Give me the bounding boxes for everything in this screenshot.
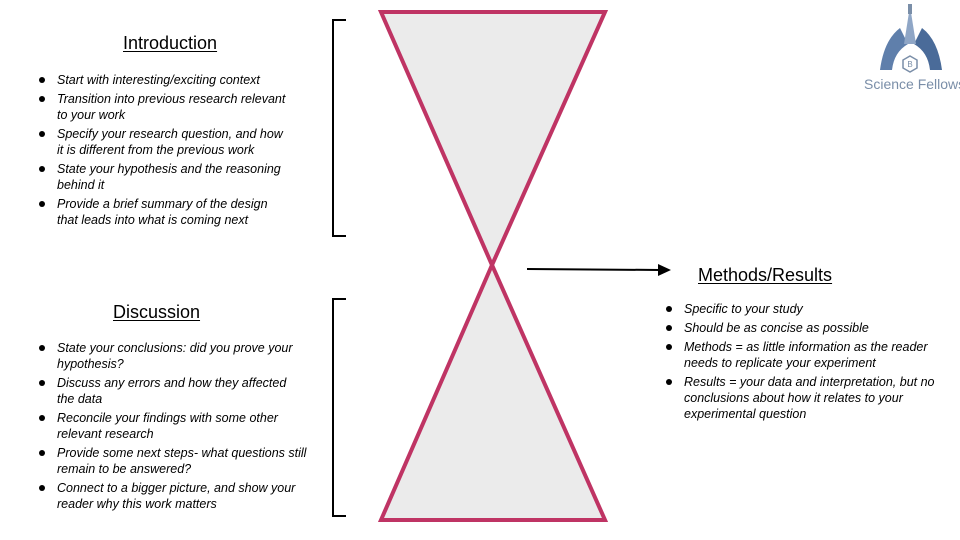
introduction-list: Start with interesting/exciting context … bbox=[37, 72, 287, 231]
list-item: Provide some next steps- what questions … bbox=[37, 445, 307, 477]
methods-results-heading: Methods/Results bbox=[698, 265, 833, 285]
hourglass-bottom-triangle bbox=[377, 260, 609, 522]
list-item: Start with interesting/exciting context bbox=[37, 72, 287, 88]
discussion-heading: Discussion bbox=[113, 302, 201, 322]
list-item: Methods = as little information as the r… bbox=[664, 339, 944, 371]
introduction-heading: Introduction bbox=[123, 33, 218, 53]
arrow-line bbox=[526, 268, 661, 271]
list-item: Discuss any errors and how they affected… bbox=[37, 375, 307, 407]
list-item: State your hypothesis and the reasoning … bbox=[37, 161, 287, 193]
methods-results-list: Specific to your study Should be as conc… bbox=[664, 301, 944, 425]
arrow-head bbox=[658, 264, 671, 276]
hourglass-top-triangle bbox=[377, 10, 609, 270]
hands-flask-icon: B bbox=[880, 4, 942, 73]
logo-letter: B bbox=[907, 60, 912, 69]
list-item: State your conclusions: did you prove yo… bbox=[37, 340, 307, 372]
list-item: Transition into previous research releva… bbox=[37, 91, 287, 123]
list-item: Specify your research question, and how … bbox=[37, 126, 287, 158]
list-item: Reconcile your findings with some other … bbox=[37, 410, 307, 442]
list-item: Results = your data and interpretation, … bbox=[664, 374, 944, 422]
discussion-bracket bbox=[332, 298, 346, 517]
logo-text: Science Fellows bbox=[864, 76, 960, 92]
discussion-list: State your conclusions: did you prove yo… bbox=[37, 340, 307, 515]
list-item: Specific to your study bbox=[664, 301, 944, 317]
list-item: Connect to a bigger picture, and show yo… bbox=[37, 480, 307, 512]
list-item: Provide a brief summary of the design th… bbox=[37, 196, 287, 228]
intro-bracket bbox=[332, 19, 346, 237]
list-item: Should be as concise as possible bbox=[664, 320, 944, 336]
